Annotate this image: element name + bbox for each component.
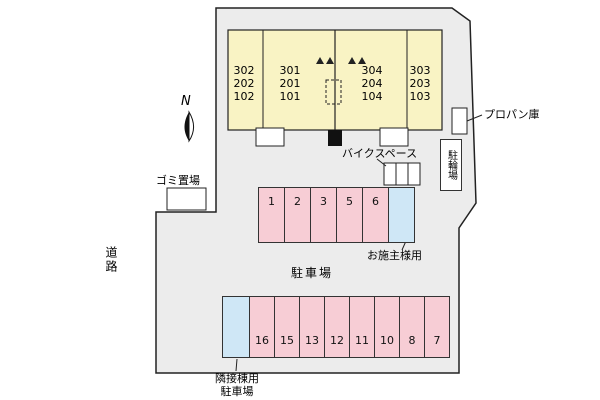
- parking-lot-label: 駐車場: [291, 266, 334, 280]
- room-number: 304: [361, 64, 383, 77]
- parking-space: 5: [336, 187, 363, 243]
- parking-space: 1: [258, 187, 285, 243]
- parking-space: 15: [274, 296, 300, 358]
- parking-row-top: 1 2 3 5 6: [258, 187, 415, 243]
- room-number: 302: [233, 64, 255, 77]
- direction-triangle-icons: [316, 57, 366, 64]
- bike-stalls: [383, 162, 421, 186]
- stairwell-right: [379, 127, 409, 147]
- propane-leader-line: [466, 114, 483, 122]
- room-number: 303: [409, 64, 431, 77]
- unit-column-304: 304 204 104: [352, 64, 392, 103]
- garbage-box: [166, 187, 207, 211]
- parking-space: 11: [349, 296, 375, 358]
- unit-column-301: 301 201 101: [270, 64, 310, 103]
- adjacent-building-parking-label: 隣接棟用 駐車場: [215, 372, 259, 398]
- room-number: 101: [279, 90, 301, 103]
- garbage-area-label: ゴミ置場: [156, 174, 200, 187]
- core-block: [328, 130, 342, 146]
- room-number: 103: [409, 90, 431, 103]
- stairwell-left: [255, 127, 285, 147]
- bike-space-label: バイクスペース: [342, 147, 418, 160]
- bicycle-parking-box: 駐輪場: [440, 139, 462, 191]
- unit-column-303: 303 203 103: [400, 64, 440, 103]
- parking-space: 2: [284, 187, 311, 243]
- north-label: N: [181, 94, 191, 109]
- compass-needle-dark: [184, 112, 189, 141]
- parking-space: 13: [299, 296, 325, 358]
- compass-needle-light: [188, 110, 194, 143]
- room-number: 104: [361, 90, 383, 103]
- parking-space: 7: [424, 296, 450, 358]
- entry-dashed-box: [325, 79, 342, 105]
- adjacent-building-parking-space: [222, 296, 250, 358]
- propane-storage-label: プロパン庫: [484, 108, 540, 121]
- unit-column-302: 302 202 102: [224, 64, 264, 103]
- room-number: 201: [279, 77, 301, 90]
- adjacent-space-leader-line: [235, 358, 238, 372]
- parking-row-bottom: 16 15 13 12 11 10 8 7: [222, 296, 450, 358]
- road-label: 道路: [104, 246, 118, 274]
- room-number: 203: [409, 77, 431, 90]
- owner-space-label: お施主様用: [367, 249, 422, 262]
- parking-space: 16: [249, 296, 275, 358]
- bike-leader-line: [376, 158, 387, 167]
- parking-space: 10: [374, 296, 400, 358]
- parking-space: 3: [310, 187, 337, 243]
- parking-space: 12: [324, 296, 350, 358]
- room-number: 102: [233, 90, 255, 103]
- parking-space: 6: [362, 187, 389, 243]
- owner-parking-space: [388, 187, 415, 243]
- propane-box: [451, 107, 468, 135]
- room-number: 202: [233, 77, 255, 90]
- parking-space: 8: [399, 296, 425, 358]
- bicycle-parking-label: 駐輪場: [445, 150, 457, 180]
- room-number: 301: [279, 64, 301, 77]
- room-number: 204: [361, 77, 383, 90]
